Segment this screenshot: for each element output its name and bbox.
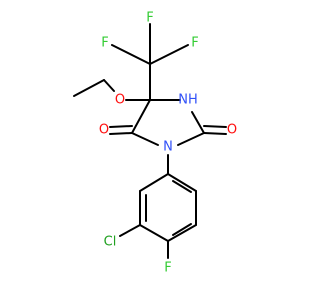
atom-o-ether: O bbox=[115, 93, 125, 108]
atom-f-top: F bbox=[146, 11, 153, 26]
molecule-structure: F F F O NH O O N Cl F bbox=[73, 11, 237, 276]
bond-o-ch2 bbox=[103, 79, 115, 92]
bond-cf3-f-right bbox=[149, 44, 189, 65]
bond-ar-inner-3 bbox=[172, 180, 192, 193]
bond-n1-c5 bbox=[131, 132, 159, 146]
bond-ch2-ch3 bbox=[73, 79, 105, 97]
bond-c5-o-ketone-1 bbox=[109, 132, 133, 135]
bond-c2-n1 bbox=[177, 132, 205, 146]
bond-cf3-f-left bbox=[111, 44, 151, 65]
bond-c2-o-urea-1 bbox=[203, 132, 227, 135]
bond-ar-inner-2 bbox=[172, 223, 192, 236]
atom-n-ring: N bbox=[163, 140, 173, 155]
atom-labels: F F F O NH O O N Cl F bbox=[99, 11, 237, 276]
bond-ar-6 bbox=[167, 173, 197, 192]
bond-ar-cl bbox=[119, 224, 141, 237]
bond-nh-c2 bbox=[191, 111, 205, 134]
atom-o-ketone: O bbox=[99, 123, 109, 138]
bond-ar-1 bbox=[139, 173, 169, 192]
atom-nh: NH bbox=[178, 93, 198, 108]
atom-o-urea: O bbox=[227, 123, 237, 138]
atom-f-right: F bbox=[191, 36, 198, 51]
bond-c5-o-ketone-2 bbox=[109, 125, 133, 128]
bond-c2-o-urea-2 bbox=[203, 125, 227, 128]
atom-cl: Cl bbox=[104, 235, 117, 250]
bond-ar-3 bbox=[139, 224, 169, 242]
bond-ar-4 bbox=[167, 224, 197, 242]
bonds bbox=[73, 23, 227, 259]
bond-c5-c4 bbox=[131, 99, 151, 134]
atom-f-left: F bbox=[101, 36, 108, 51]
atom-f-aryl: F bbox=[164, 261, 171, 276]
